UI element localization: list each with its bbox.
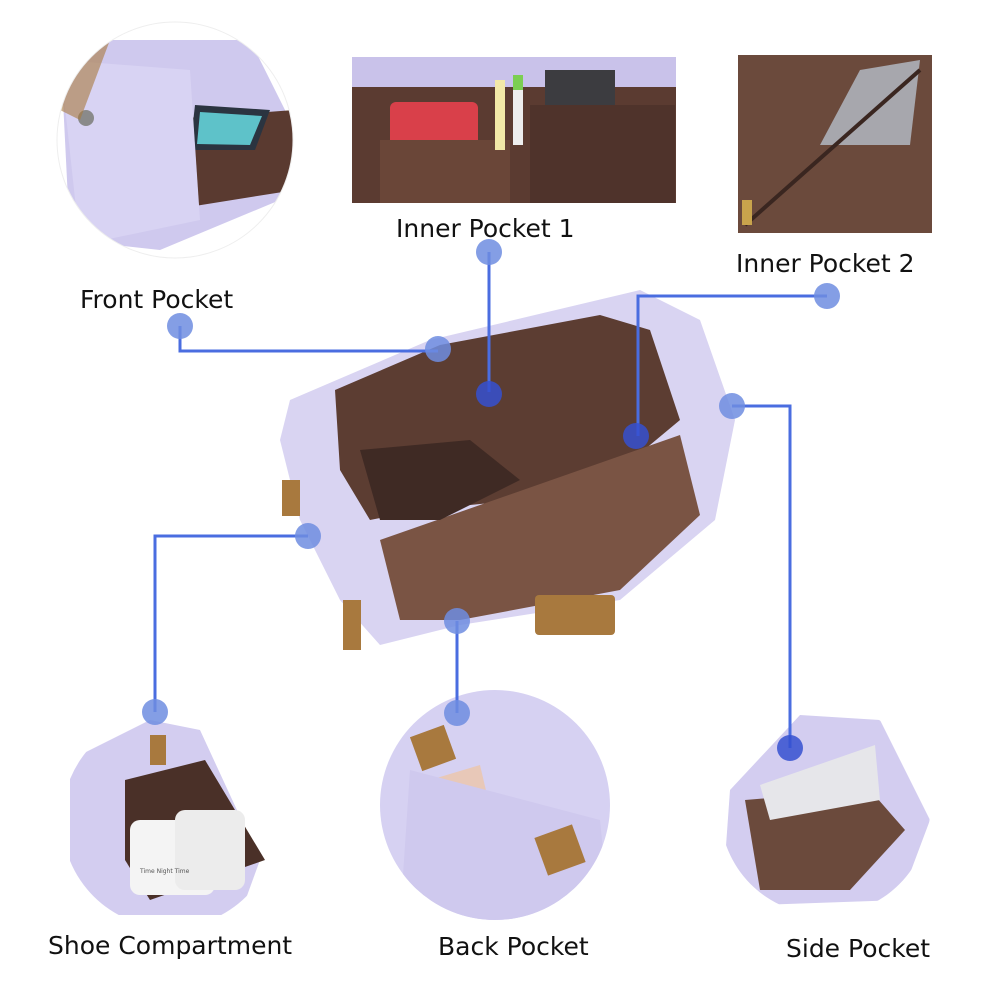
front-pocket-label: Front Pocket	[80, 285, 234, 314]
back-pocket-photo	[380, 690, 610, 920]
front-pocket-line	[178, 326, 438, 353]
callout-dots	[142, 239, 840, 761]
callout-lines	[153, 252, 827, 748]
inner-pocket-2-line	[636, 294, 827, 436]
side-pocket-line	[732, 404, 792, 748]
callout-dot	[444, 700, 470, 726]
front-pocket-photo	[57, 22, 293, 258]
back-pocket-label: Back Pocket	[438, 932, 589, 961]
inner-pocket-2-label: Inner Pocket 2	[736, 249, 915, 278]
callout-dot	[476, 239, 502, 265]
inner-pocket-1-photo	[352, 57, 676, 203]
callout-dot	[623, 423, 649, 449]
side-pocket-label: Side Pocket	[786, 934, 931, 963]
callout-dot	[142, 699, 168, 725]
callout-dot	[719, 393, 745, 419]
callout-dot	[167, 313, 193, 339]
callout-dot	[814, 283, 840, 309]
shoe-compartment-label: Shoe Compartment	[48, 931, 293, 960]
inner-pocket-1-label: Inner Pocket 1	[396, 214, 575, 243]
shoe-print-text: Time Night Time	[140, 868, 190, 875]
shoe-compartment-line	[153, 534, 308, 712]
shoe-compartment-photo	[62, 712, 278, 928]
inner-pocket-2-photo	[738, 55, 932, 233]
side-pocket-photo	[720, 705, 930, 915]
callout-dot	[777, 735, 803, 761]
duffel-bag-photo	[280, 290, 735, 650]
callout-dot	[444, 608, 470, 634]
callout-dot	[476, 381, 502, 407]
callout-dot	[295, 523, 321, 549]
callout-dot	[425, 336, 451, 362]
